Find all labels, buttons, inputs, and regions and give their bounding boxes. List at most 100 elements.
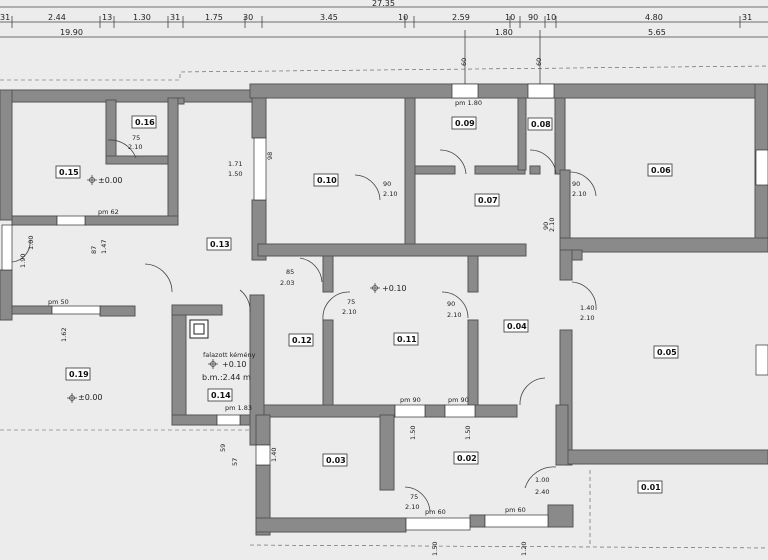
d6-w: 90 (572, 180, 580, 188)
room-0-07: 0.07 (474, 193, 500, 207)
svg-text:0.19: 0.19 (69, 370, 89, 379)
room-labels: 0.15 ±0.00 0.16 0.13 0.10 0.09 0.08 0.07 (55, 115, 679, 494)
windows (1, 83, 768, 531)
room-0-16: 0.16 (131, 115, 157, 129)
pm-1-83: pm 1.83 (225, 404, 252, 412)
construction-lines (0, 65, 768, 549)
room-0-11: 0.11 +0.10 (382, 284, 419, 346)
dim-10c: 10 (546, 13, 556, 22)
dim-1-80: 1.80 (495, 28, 513, 37)
room-0-10: 0.10 (313, 173, 339, 187)
level-markers (67, 175, 380, 403)
v-57: 57 (231, 458, 239, 466)
v-2-10: 2.10 (548, 218, 556, 232)
d1-w: 75 (132, 134, 140, 142)
svg-text:0.09: 0.09 (455, 119, 475, 128)
pm-60b: pm 60 (505, 506, 526, 514)
d10-w: 1.40 (580, 304, 594, 312)
room-0-01: 0.01 (637, 480, 663, 494)
d7-w: 85 (286, 268, 294, 276)
room-0-03: 0.03 (322, 453, 348, 467)
pm-62: pm 62 (98, 208, 119, 216)
d10-h: 2.10 (580, 314, 594, 322)
dim-10a: 10 (398, 13, 408, 22)
room-0-15: 0.15 ±0.00 (55, 165, 123, 185)
svg-text:0.11: 0.11 (397, 335, 417, 344)
dim-10b: 10 (505, 13, 515, 22)
v-60a: 60 (460, 58, 468, 66)
v-1-20: 1.20 (520, 542, 528, 556)
chimney-label: falazott kémény (203, 351, 256, 359)
dim-31b: 31 (170, 13, 180, 22)
d8-h: 2.10 (342, 308, 356, 316)
svg-text:0.06: 0.06 (651, 166, 671, 175)
d6-h: 2.10 (572, 190, 586, 198)
dim-30: 30 (243, 13, 253, 22)
svg-text:0.16: 0.16 (135, 118, 155, 127)
room-0-15-level: ±0.00 (98, 176, 123, 185)
walls (0, 83, 768, 536)
v-1-50b: 1.50 (464, 426, 472, 440)
dimension-chains: 31 2.44 13 1.30 31 1.75 30 3.45 10 2.59 … (0, 0, 768, 90)
d3-w: 90 (383, 180, 391, 188)
v-98: 98 (266, 152, 274, 160)
vertical-dimensions: 60 60 98 87 1.47 1.00 1.90 1.62 90 2.10 … (19, 58, 556, 556)
room-0-11-level: +0.10 (382, 284, 407, 293)
room-0-12: 0.12 (288, 333, 314, 347)
room-0-05: 0.05 (653, 345, 679, 359)
d16-w: 75 (410, 493, 418, 501)
dim-90: 90 (528, 13, 538, 22)
svg-text:0.15: 0.15 (59, 168, 79, 177)
svg-text:0.08: 0.08 (531, 120, 551, 129)
v-1-40: 1.40 (270, 448, 278, 462)
d14-w: 1.00 (535, 476, 549, 484)
v-60b: 60 (535, 58, 543, 66)
pm-50: pm 50 (48, 298, 69, 306)
dim-2-44: 2.44 (48, 13, 66, 22)
door-swings (11, 139, 597, 513)
room-0-13: 0.13 (206, 237, 232, 251)
dim-13: 13 (102, 13, 112, 22)
v-1-90: 1.90 (19, 254, 27, 268)
svg-text:0.12: 0.12 (292, 336, 312, 345)
room-0-02: 0.02 (453, 451, 479, 465)
dim-19-90: 19.90 (60, 28, 83, 37)
d9-h: 2.10 (447, 311, 461, 319)
d1-h: 2.10 (128, 143, 142, 151)
chimney: falazott kémény +0.10 b.m.:2.44 m (189, 319, 256, 382)
svg-text:0.02: 0.02 (457, 454, 477, 463)
svg-text:0.13: 0.13 (210, 240, 230, 249)
pm-60a: pm 60 (425, 508, 446, 516)
v-87: 87 (90, 246, 98, 254)
svg-text:0.05: 0.05 (657, 348, 677, 357)
room-0-19-level: ±0.00 (78, 393, 103, 402)
svg-text:0.07: 0.07 (478, 196, 498, 205)
svg-text:0.04: 0.04 (507, 322, 527, 331)
dim-total: 27.35 (372, 0, 395, 8)
chimney-level: +0.10 (222, 360, 247, 369)
room-0-06: 0.06 (647, 163, 673, 177)
d2-w: 1.71 (228, 160, 242, 168)
dim-31: 31 (0, 13, 10, 22)
dim-5-65: 5.65 (648, 28, 666, 37)
pm-1-80: pm 1.80 (455, 99, 482, 107)
dim-4-80: 4.80 (645, 13, 663, 22)
room-0-19: 0.19 ±0.00 (65, 367, 103, 402)
v-1-50c: 1.50 (431, 542, 439, 556)
dim-1-75: 1.75 (205, 13, 223, 22)
svg-text:0.01: 0.01 (641, 483, 661, 492)
dim-3-45: 3.45 (320, 13, 338, 22)
svg-text:0.14: 0.14 (211, 391, 231, 400)
pm-90a: pm 90 (400, 396, 421, 404)
svg-text:0.10: 0.10 (317, 176, 337, 185)
d2-h: 1.50 (228, 170, 242, 178)
d3-h: 2.10 (383, 190, 397, 198)
room-0-04: 0.04 (503, 319, 529, 333)
v-1-50a: 1.50 (409, 426, 417, 440)
chimney-bm: b.m.:2.44 m (202, 373, 251, 382)
room-0-09: 0.09 (451, 116, 477, 130)
d8-w: 75 (347, 298, 355, 306)
room-0-14: 0.14 (207, 388, 233, 402)
dim-1-30: 1.30 (133, 13, 151, 22)
